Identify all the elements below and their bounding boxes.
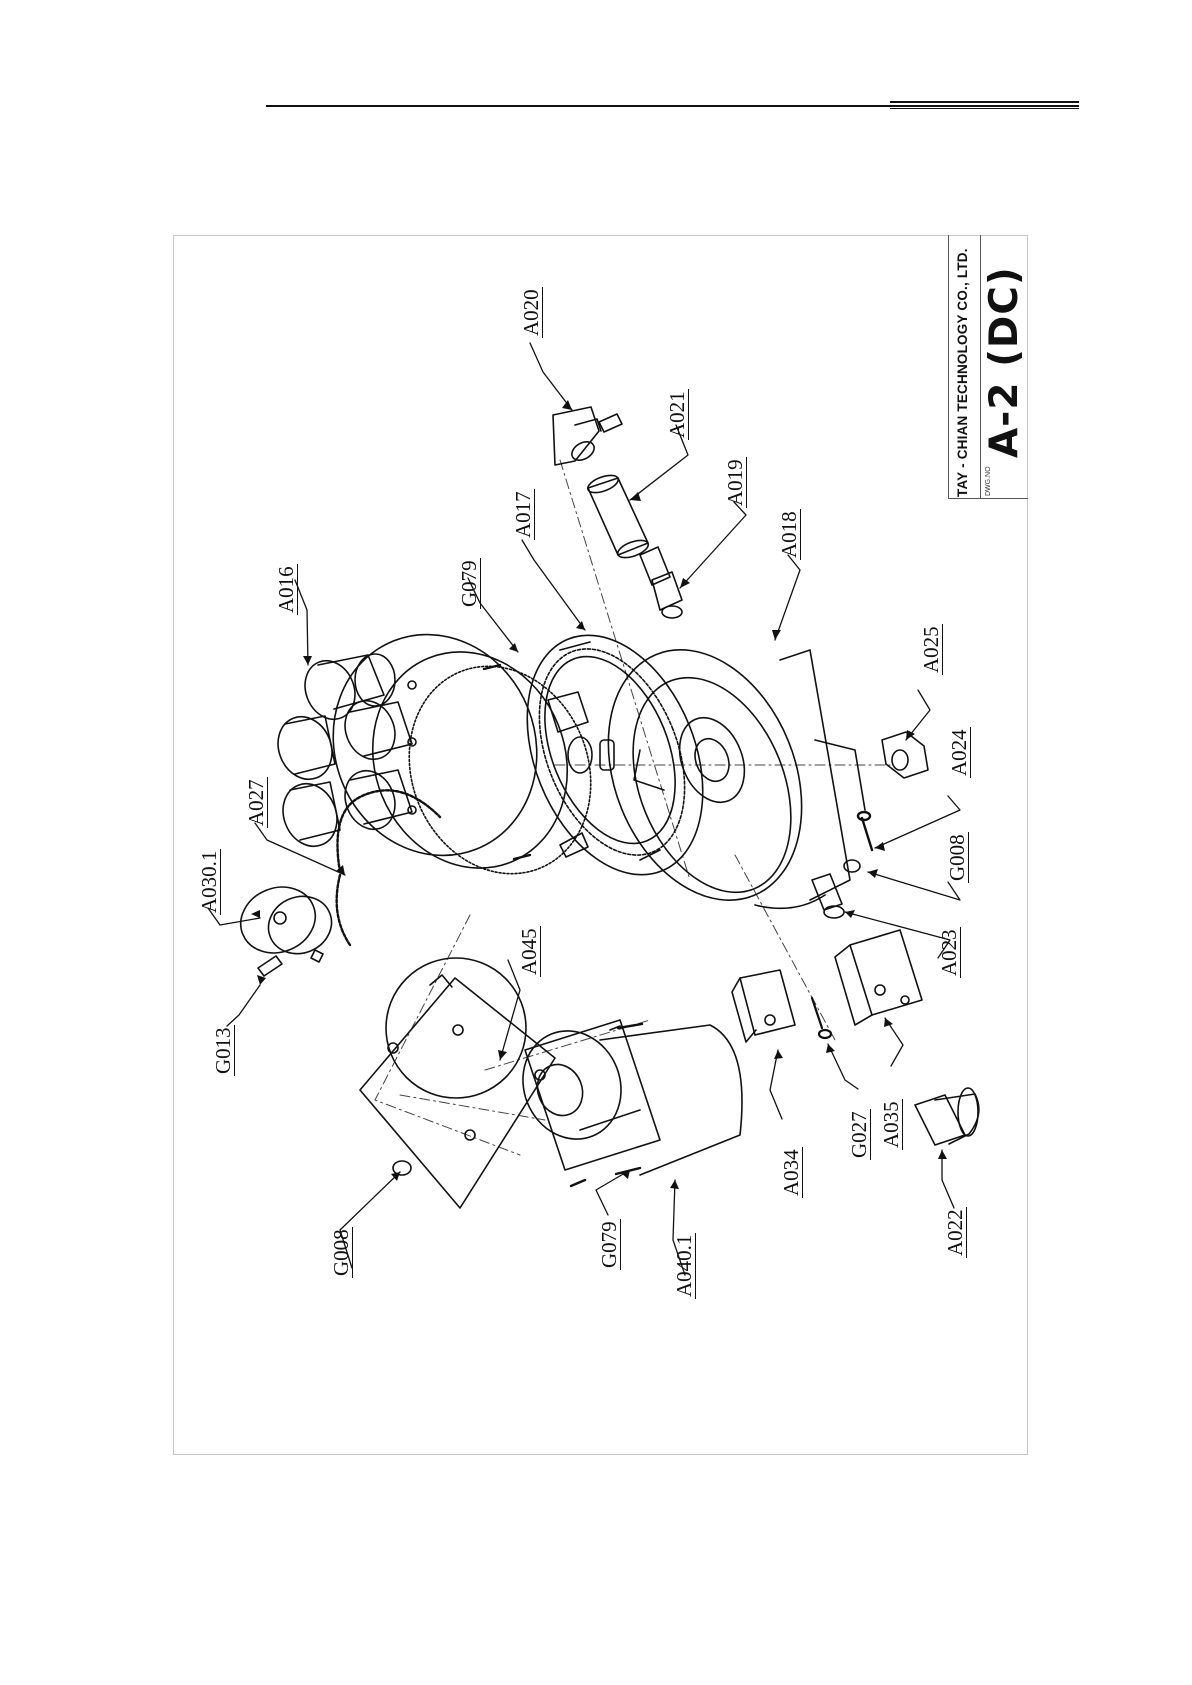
- part-a024: [858, 812, 872, 850]
- callout-a035: A035: [880, 1099, 903, 1150]
- part-a020: [553, 407, 622, 465]
- callout-a020: A020: [520, 287, 543, 338]
- part-a045: [360, 958, 555, 1208]
- model-number: A-2 (DC): [982, 266, 1027, 458]
- leader-arrowheads: [251, 400, 947, 1189]
- callout-g008-right: G008: [946, 832, 969, 883]
- callout-a022: A022: [944, 1207, 967, 1258]
- callout-a018: A018: [778, 509, 801, 560]
- part-g008-right: [844, 860, 860, 872]
- part-g027: [812, 998, 831, 1038]
- part-planet-disc: [300, 604, 621, 902]
- callout-g013: G013: [212, 1025, 235, 1076]
- callout-g008-left: G008: [330, 1227, 353, 1278]
- part-a025: [882, 732, 928, 778]
- callout-g079-top: G079: [458, 558, 481, 609]
- part-g013: [258, 956, 282, 976]
- part-a040-1: [507, 1016, 742, 1175]
- callout-g079-bottom: G079: [598, 1219, 621, 1270]
- callout-a030-1: A030.1: [198, 849, 221, 915]
- company-name: TAY - CHIAN TECHNOLOGY CO., LTD.: [955, 248, 970, 497]
- callout-a023: A023: [938, 927, 961, 978]
- callout-a034: A034: [780, 1147, 803, 1198]
- callout-a021: A021: [666, 389, 689, 440]
- part-a021: [586, 472, 651, 561]
- callout-a016: A016: [275, 564, 298, 615]
- callout-a019: A019: [724, 457, 747, 508]
- part-a035: [835, 930, 922, 1025]
- callout-a024: A024: [948, 727, 971, 778]
- callout-g027: G027: [848, 1109, 871, 1160]
- part-g008-left: [393, 1161, 411, 1175]
- title-block-divider: [980, 235, 981, 499]
- callout-a027: A027: [245, 777, 268, 828]
- callout-a025: A025: [920, 624, 943, 675]
- callout-a017: A017: [512, 489, 535, 540]
- dwg-no-label: DWG.NO: [985, 466, 992, 496]
- part-a019: [640, 547, 682, 618]
- callout-a040-1: A040.1: [673, 1233, 696, 1299]
- callout-a045: A045: [518, 926, 541, 977]
- part-a027: [337, 790, 440, 945]
- part-a022: [915, 1088, 979, 1145]
- part-a034: [732, 970, 795, 1042]
